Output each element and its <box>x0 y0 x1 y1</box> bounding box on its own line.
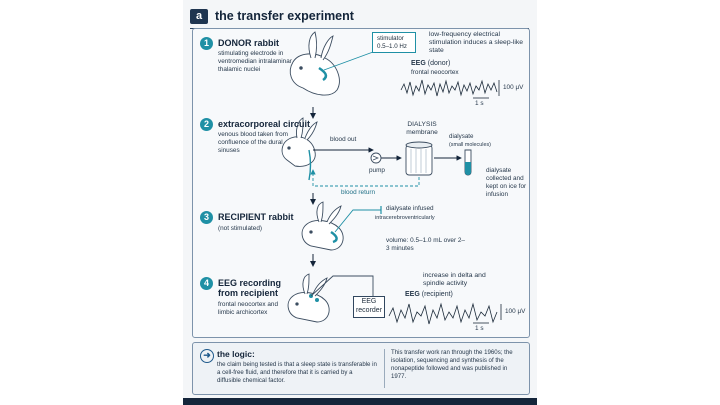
dialysate-label: dialysate <box>449 133 474 140</box>
bottom-strip <box>183 398 537 405</box>
infusion-route: intracerebroventricularly <box>375 215 435 221</box>
step-1-badge: 1 <box>200 37 213 50</box>
step-2-title: extracorporeal circuit <box>218 119 311 129</box>
infusion-volume: volume: 0.5–1.0 mL over 2–3 minutes <box>386 237 465 252</box>
eeg-recorder-box: EEG recorder <box>353 296 385 318</box>
step-1-title: DONOR rabbit <box>218 38 280 48</box>
step-3-badge: 3 <box>200 211 213 224</box>
logic-box: ➜ the logic: the claim being tested is t… <box>192 342 530 395</box>
figure-title: the transfer experiment <box>215 9 354 23</box>
infusion-label: dialysate infused <box>386 205 434 212</box>
logic-text: the claim being tested is that a sleep s… <box>217 361 377 384</box>
stimulation-effect: low-frequency electrical stimulation ind… <box>429 31 524 54</box>
eeg-donor-site: frontal neocortex <box>411 69 459 76</box>
logic-heading: the logic: <box>217 349 255 359</box>
panel-badge: a <box>190 9 208 24</box>
step-2-badge: 2 <box>200 118 213 131</box>
dialysate-collected-note: dialysate collected and kept on ice for … <box>486 167 527 198</box>
step-3-title: RECIPIENT rabbit <box>218 212 294 222</box>
eeg-recipient-time-scale: 1 s <box>475 325 484 332</box>
history-note: This transfer work ran through the 1960s… <box>391 349 513 380</box>
arrow-right-icon: ➜ <box>200 349 214 363</box>
blood-out-label: blood out <box>330 136 357 143</box>
logic-divider <box>384 349 385 388</box>
figure-header: a the transfer experiment <box>183 8 537 29</box>
eeg-donor-time-scale: 1 s <box>475 100 484 107</box>
eeg-recipient-title: EEG (recipient) <box>405 291 453 298</box>
eeg-donor-voltage-scale: 100 μV <box>503 84 524 91</box>
figure-page: a the transfer experiment <box>183 0 537 405</box>
step-4-title: EEG recording from recipient <box>218 278 282 298</box>
step-4-badge: 4 <box>200 277 213 290</box>
dialysis-label: DIALYSIS membrane <box>406 121 438 136</box>
step-1-description: stimulating electrode in ventromedian in… <box>218 50 292 73</box>
step-2-description: venous blood taken from confluence of th… <box>218 131 288 154</box>
pump-label: pump <box>369 167 385 174</box>
step-3-description: (not stimulated) <box>218 225 263 232</box>
dialysate-sublabel: (small molecules) <box>449 142 491 148</box>
blood-return-label: blood return <box>341 189 376 196</box>
step-4-description: frontal neocortex and limbic archicortex <box>218 301 279 316</box>
eeg-donor-title: EEG (donor) <box>411 60 451 67</box>
eeg-recipient-voltage-scale: 100 μV <box>505 308 526 315</box>
recipient-effect: increase in delta and spindle activity <box>423 272 486 287</box>
stimulator-box: stimulator 0.5–1.0 Hz <box>372 32 416 53</box>
